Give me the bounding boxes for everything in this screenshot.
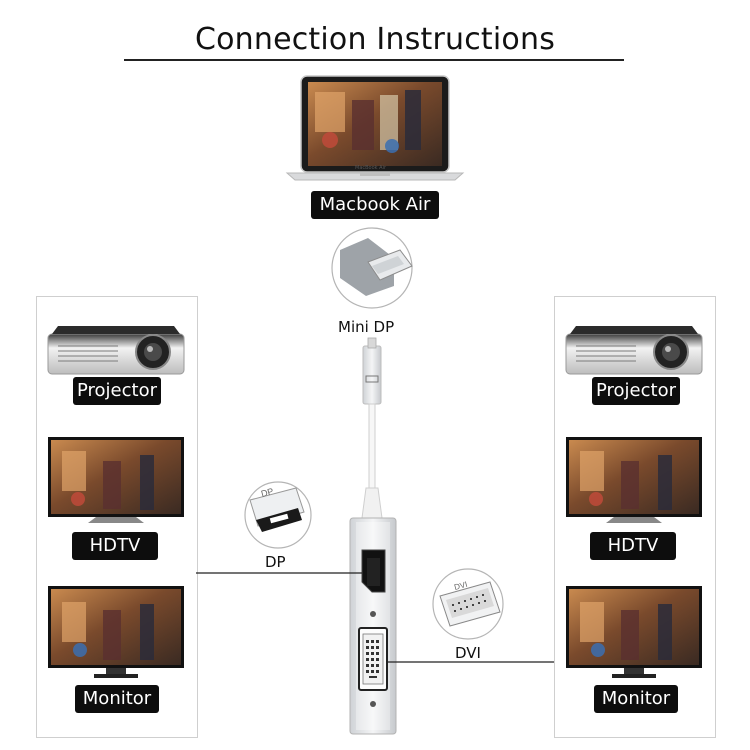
dp-icon-text: DP	[260, 486, 275, 499]
title-underline	[124, 59, 624, 61]
right-monitor-illustration	[566, 586, 702, 678]
left-monitor-illustration	[48, 586, 184, 678]
left-hdtv-illustration	[48, 437, 184, 523]
right-hdtv-illustration	[566, 437, 702, 523]
dvi-icon-text: DVI	[453, 580, 468, 592]
mini-dp-label: Mini DP	[338, 318, 395, 336]
left-projector-label: Projector	[73, 377, 161, 405]
adapter-box	[349, 517, 397, 735]
adapter-cable	[361, 337, 383, 519]
connector-lines	[196, 572, 554, 663]
right-projector-label: Projector	[592, 377, 680, 405]
dvi-output-label: DVI	[455, 644, 481, 662]
left-monitor-label: Monitor	[75, 685, 159, 713]
right-hdtv-label: HDTV	[590, 532, 676, 560]
right-projector-illustration	[565, 326, 703, 375]
page-title: Connection Instructions	[194, 22, 556, 57]
laptop-illustration	[285, 75, 465, 181]
dp-connector-icon	[244, 481, 312, 549]
dp-output-label: DP	[265, 553, 286, 571]
dvi-connector-icon	[432, 568, 504, 640]
left-projector-illustration	[47, 326, 185, 375]
right-monitor-label: Monitor	[594, 685, 678, 713]
laptop-brand-label: MacBook Air	[355, 165, 387, 171]
mini-dp-plug-icon	[331, 227, 413, 309]
macbook-air-label: Macbook Air	[311, 191, 439, 219]
left-hdtv-label: HDTV	[72, 532, 158, 560]
